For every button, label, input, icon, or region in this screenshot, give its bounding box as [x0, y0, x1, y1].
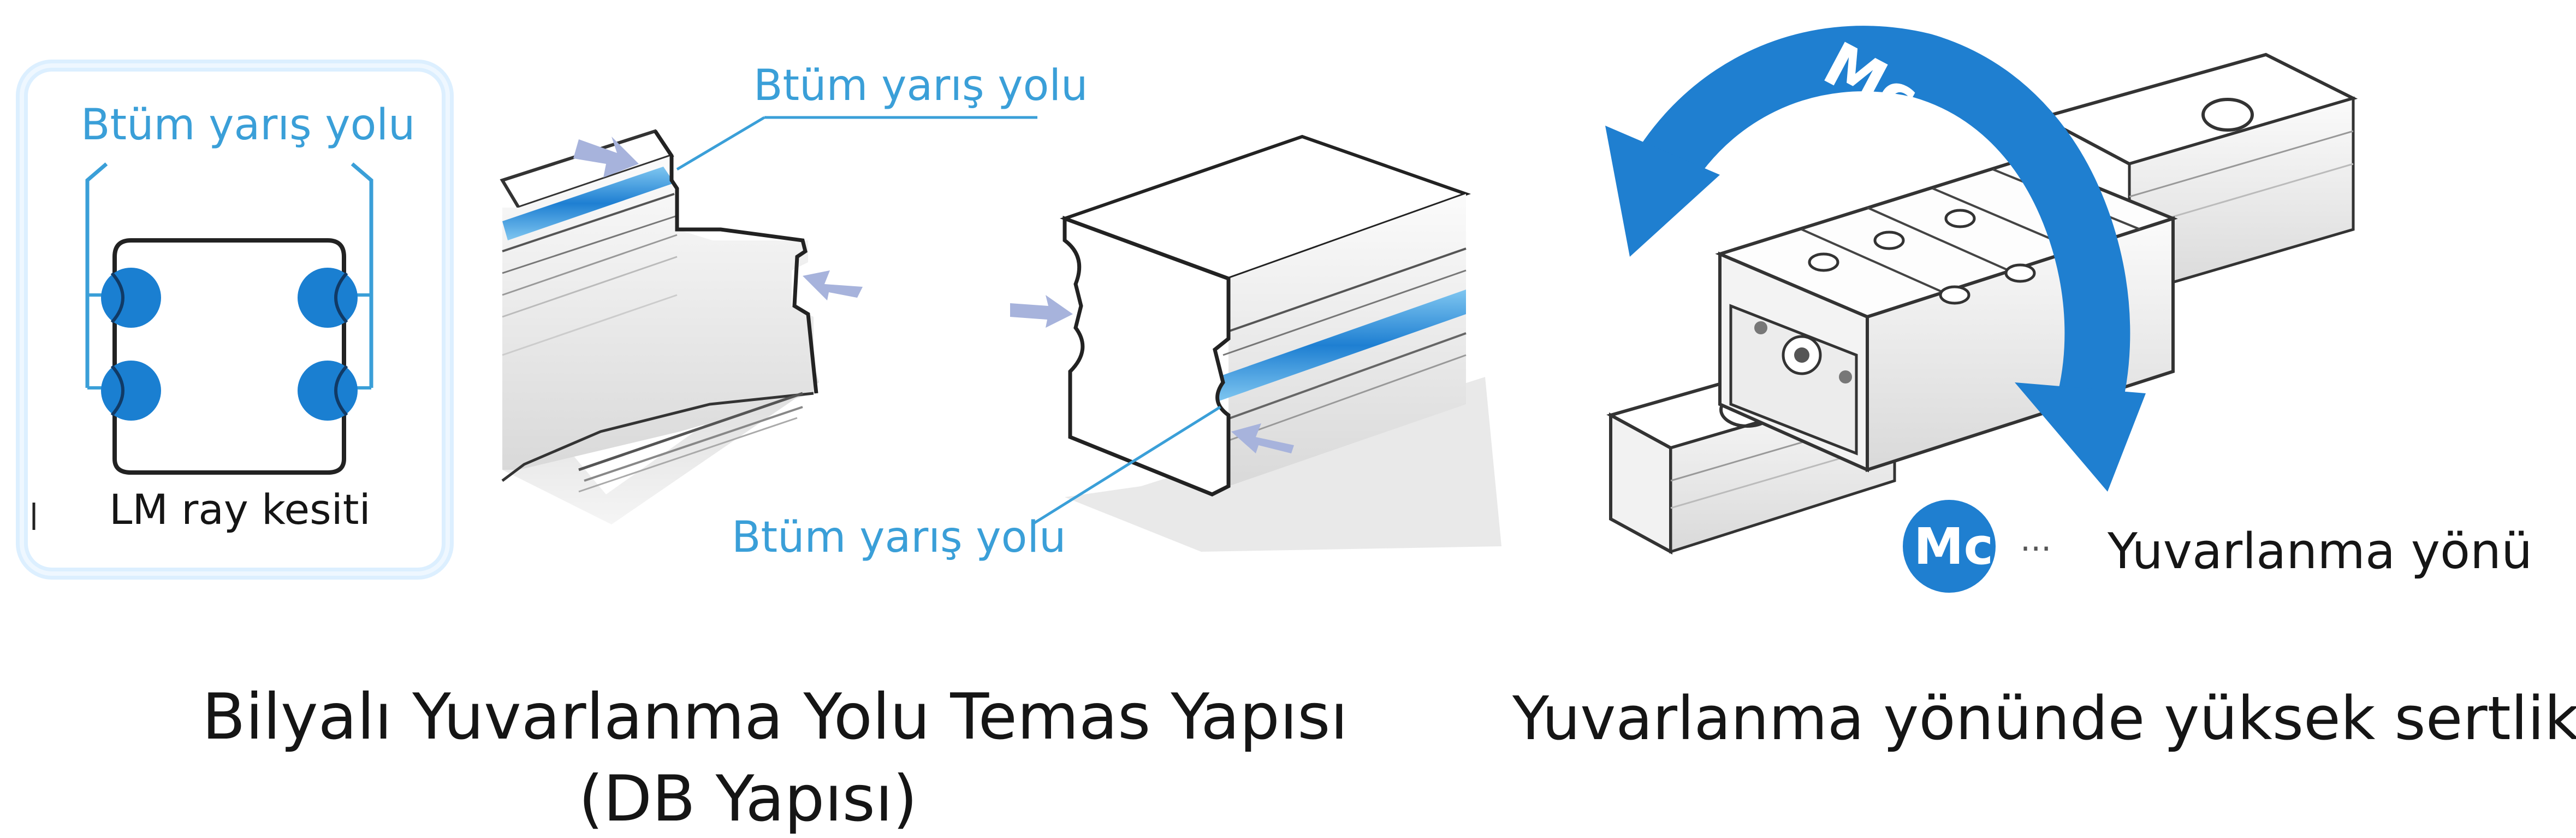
caption-right: Yuvarlanma yönünde yüksek sertlik — [1512, 688, 2576, 748]
rail-perspective-left — [502, 117, 1037, 524]
legend-dots: ··· — [2020, 533, 2051, 565]
rail-section-label: LM ray kesiti — [109, 489, 371, 530]
raceway-label-top-left: Btüm yarış yolu — [81, 104, 415, 146]
lm-guide-assembly — [1605, 55, 2353, 593]
rail-perspective-right — [1010, 137, 1501, 552]
legend-text: Yuvarlanma yönü — [2108, 527, 2532, 576]
rolling-direction-arrow-icon — [2015, 382, 2146, 492]
ball-top-right — [298, 268, 358, 328]
raceway-label-bottom-middle: Btüm yarış yolu — [732, 516, 1066, 559]
caption-left-line1: Bilyalı Yuvarlanma Yolu Temas Yapısı — [202, 686, 1294, 749]
raceway-label-top-middle: Btüm yarış yolu — [753, 64, 1088, 107]
ball-bottom-right — [298, 361, 358, 421]
moment-symbol-legend: Mc — [1914, 522, 1993, 572]
pointer-arrow-icon — [803, 270, 863, 300]
pointer-arrow-icon — [1010, 295, 1073, 328]
ball-top-left — [101, 268, 161, 328]
ball-bottom-left — [101, 361, 161, 421]
caption-left-line2: (DB Yapısı) — [202, 768, 1294, 831]
